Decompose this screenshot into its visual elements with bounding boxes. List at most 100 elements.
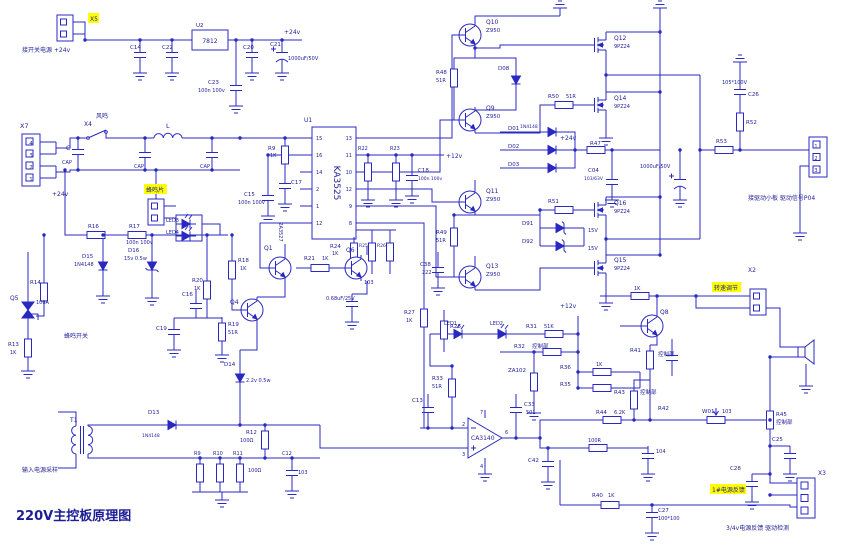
junction-dot bbox=[576, 332, 580, 336]
res-h-icon bbox=[586, 384, 618, 392]
schematic-label: C12 bbox=[282, 451, 292, 457]
junction-dot bbox=[76, 136, 80, 140]
junction-dot bbox=[678, 148, 682, 152]
junction-dot bbox=[658, 253, 662, 257]
junction-dot bbox=[452, 213, 456, 217]
schematic-label: C18 bbox=[418, 168, 429, 174]
conn2-icon bbox=[56, 14, 74, 42]
zener-r-icon bbox=[549, 239, 571, 253]
gnd-icon bbox=[540, 473, 556, 490]
schematic-label: 51R bbox=[228, 330, 238, 336]
schematic-label: 100*100 bbox=[658, 516, 680, 522]
schematic-label: 风鸣 bbox=[96, 112, 108, 120]
schematic-label: Q12 bbox=[614, 35, 627, 42]
schematic-label: 1000uF/50V bbox=[288, 56, 319, 62]
schematic-label: 51R bbox=[436, 238, 446, 244]
res-v-icon bbox=[386, 236, 394, 268]
schematic-label: 51K bbox=[544, 324, 554, 330]
conn3-icon bbox=[808, 136, 828, 178]
junction-dot bbox=[694, 294, 698, 298]
schematic-label: C19 bbox=[156, 326, 167, 332]
schematic-label: 1K bbox=[240, 266, 247, 272]
schematic-label: R51 bbox=[548, 199, 559, 205]
schematic-label: X7 bbox=[20, 122, 29, 130]
gnd-icon bbox=[244, 64, 260, 81]
schematic-label: R50 bbox=[548, 94, 559, 100]
junction-dot bbox=[576, 350, 580, 354]
schematic-label: 16 bbox=[316, 153, 322, 159]
res-h-icon bbox=[121, 231, 153, 239]
schematic-label: Q11 bbox=[486, 188, 499, 195]
schematic-label: D92 bbox=[522, 239, 533, 245]
schematic-label: 15v 0.5w bbox=[124, 256, 147, 262]
gnd-icon bbox=[95, 287, 111, 304]
res-v-icon bbox=[218, 316, 226, 348]
junction-dot bbox=[263, 423, 267, 427]
schematic-label: R12 bbox=[246, 430, 257, 436]
schematic-label: 输入电源采样 bbox=[22, 466, 58, 474]
schematic-label: 接开关电源 +24v bbox=[22, 46, 71, 54]
gnd-icon bbox=[792, 224, 808, 241]
junction-dot bbox=[76, 168, 80, 172]
wire-path-drivers bbox=[453, 15, 809, 295]
cap-v-icon bbox=[167, 321, 181, 343]
junction-dot bbox=[768, 444, 772, 448]
schematic-label: 2 bbox=[814, 156, 817, 162]
cap-v-icon bbox=[71, 141, 85, 163]
schematic-label: 1 bbox=[316, 204, 319, 210]
junction-dot bbox=[604, 73, 608, 77]
cap-v-icon bbox=[278, 175, 292, 197]
gnd-icon bbox=[228, 97, 244, 114]
schematic-label: R17 bbox=[129, 224, 140, 230]
res-v-icon bbox=[203, 274, 211, 306]
schematic-label: T1 bbox=[69, 417, 78, 424]
res-h-icon bbox=[708, 146, 740, 154]
conn2-icon bbox=[147, 198, 165, 226]
schematic-label: R24 bbox=[330, 244, 341, 250]
npn-icon bbox=[240, 296, 264, 324]
junction-dot bbox=[610, 148, 614, 152]
npn-icon bbox=[458, 263, 482, 291]
gnd-icon bbox=[214, 491, 230, 508]
schematic-label: 4 bbox=[480, 464, 483, 470]
junction-dot bbox=[210, 168, 214, 172]
schematic-label: R41 bbox=[630, 348, 641, 354]
schematic-label: Q10 bbox=[486, 19, 499, 26]
junction-dot bbox=[210, 136, 214, 140]
wire-path-input bbox=[40, 132, 298, 236]
switch-icon bbox=[86, 129, 108, 140]
diode-d-icon bbox=[235, 367, 245, 389]
schematic-label: C21 bbox=[270, 42, 281, 48]
schematic-label: C16 bbox=[182, 292, 193, 298]
diode-r-icon bbox=[541, 145, 563, 155]
junction-dot bbox=[658, 195, 662, 199]
schematic-label: 104 bbox=[656, 449, 666, 455]
schematic-label: 9PZ24 bbox=[614, 209, 630, 215]
cap-v-icon bbox=[405, 167, 419, 189]
junction-dot bbox=[263, 456, 267, 460]
schematic-label: 1K bbox=[270, 153, 277, 159]
schematic-label: R28 bbox=[450, 324, 461, 330]
label-highlight bbox=[88, 13, 99, 23]
gnd-icon bbox=[260, 207, 276, 224]
schematic-label: LED3 bbox=[166, 218, 179, 224]
junction-dot bbox=[650, 503, 654, 507]
res-v-icon bbox=[364, 156, 372, 188]
cap-v-icon bbox=[541, 453, 555, 475]
schematic-label: Z950 bbox=[486, 28, 501, 34]
zener-r-icon bbox=[549, 221, 571, 235]
schematic-label: 1K bbox=[406, 318, 413, 324]
schematic-label: C13 bbox=[412, 398, 423, 404]
schematic-label: 222 bbox=[422, 270, 432, 276]
schematic-label: R11 bbox=[233, 451, 243, 457]
junction-dot bbox=[698, 148, 702, 152]
schematic-label: 9PZ24 bbox=[614, 266, 630, 272]
schematic-label: 103 bbox=[364, 280, 374, 286]
junction-dot bbox=[768, 472, 772, 476]
gnd-icon bbox=[274, 64, 290, 81]
schematic-label: 0.68uF/25V bbox=[326, 296, 355, 302]
schematic-label: 8 bbox=[349, 221, 352, 227]
schematic-label: 100R bbox=[588, 438, 602, 444]
schematic-label: X4 bbox=[84, 121, 92, 128]
junction-dot bbox=[42, 233, 46, 237]
